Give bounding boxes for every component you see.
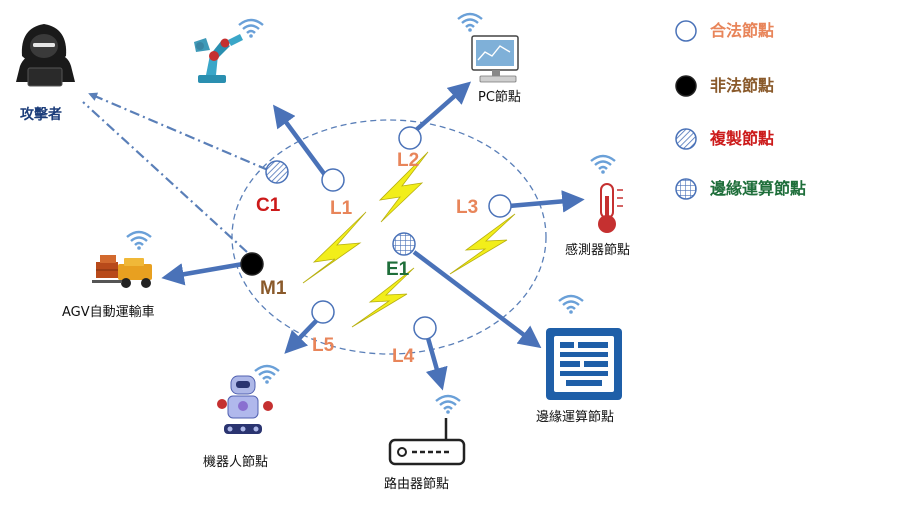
router-label: 路由器節點 (384, 476, 449, 492)
legend-label-illegal: 非法節點 (710, 76, 774, 95)
legend-item-edge: 邊緣運算節點 (675, 178, 806, 200)
arrow-l1-to-arm (272, 104, 327, 177)
legend-label-legit: 合法節點 (710, 21, 774, 40)
robot-arm-icon (194, 34, 243, 83)
lightning-bolt-icon (449, 213, 516, 275)
label-l4: L4 (392, 346, 415, 367)
legend-item-clone: 複製節點 (675, 128, 774, 150)
attack-lines (82, 92, 269, 253)
sensor-label: 感測器節點 (565, 242, 630, 258)
attack-line-to-clone (88, 92, 269, 172)
lightning-bolt-icon (351, 267, 415, 328)
server-icon (546, 328, 622, 400)
agv-truck-icon (92, 255, 152, 288)
wifi-icon (456, 12, 484, 32)
arrow-e1-to-edge-server (412, 250, 542, 349)
robot-label: 機器人節點 (203, 455, 268, 470)
wifi-icon (125, 230, 153, 250)
node-l5 (311, 300, 335, 324)
wifi-icon (557, 294, 585, 314)
wifi-icon (253, 364, 281, 384)
agv-label: AGV自動運輸車 (62, 305, 155, 320)
router-icon (388, 418, 466, 466)
arrow-m1-to-agv (161, 261, 244, 286)
legend-item-legit: 合法節點 (675, 20, 774, 42)
legend: 合法節點 非法節點 複製節點 邊緣運算節點 (675, 20, 806, 200)
legend-label-edge: 邊緣運算節點 (710, 179, 806, 198)
lightning-bolt-icon (378, 151, 429, 223)
node-e1 (392, 232, 416, 256)
label-m1: M1 (260, 278, 287, 299)
hacker-icon (16, 24, 75, 87)
edge-node-icon (675, 178, 697, 200)
clone-node-icon (675, 128, 697, 150)
wifi-icon (237, 18, 265, 38)
legend-label-clone: 複製節點 (709, 129, 774, 148)
legit-node-icon (675, 20, 697, 42)
node-c1 (265, 160, 289, 184)
illegal-node-icon (675, 75, 697, 97)
thermometer-icon (598, 183, 623, 233)
arrow-l2-to-pc (413, 81, 472, 133)
node-l4 (413, 316, 437, 340)
network-boundary (231, 119, 547, 355)
monitor-icon (471, 35, 519, 83)
network-nodes (240, 126, 512, 340)
label-c1: C1 (256, 195, 281, 216)
robot-icon (217, 375, 273, 434)
label-l1: L1 (330, 198, 353, 219)
wifi-icon (589, 154, 617, 174)
label-e1: E1 (386, 259, 410, 280)
edge-server-label: 邊緣運算節點 (536, 410, 614, 425)
legend-item-illegal: 非法節點 (675, 75, 774, 97)
arrow-l4-to-router (425, 337, 448, 391)
arrow-l3-to-sensor (508, 190, 585, 213)
label-l5: L5 (312, 335, 335, 356)
wifi-icon (434, 394, 462, 414)
node-labels: C1 L1 L2 L3 E1 M1 L5 L4 (256, 150, 478, 367)
node-l2 (398, 126, 422, 150)
lightning-bolts (302, 151, 516, 328)
lightning-bolt-icon (302, 211, 367, 284)
label-l2: L2 (397, 150, 419, 171)
pc-label: PC節點 (478, 90, 521, 105)
label-l3: L3 (456, 197, 478, 218)
link-arrows (161, 81, 585, 391)
arrow-l5-to-robot (284, 318, 319, 354)
node-m1 (240, 252, 264, 276)
attacker-label: 攻擊者 (20, 106, 62, 123)
node-l3 (488, 194, 512, 218)
attack-line-to-illegal (82, 101, 248, 253)
node-l1 (321, 168, 345, 192)
